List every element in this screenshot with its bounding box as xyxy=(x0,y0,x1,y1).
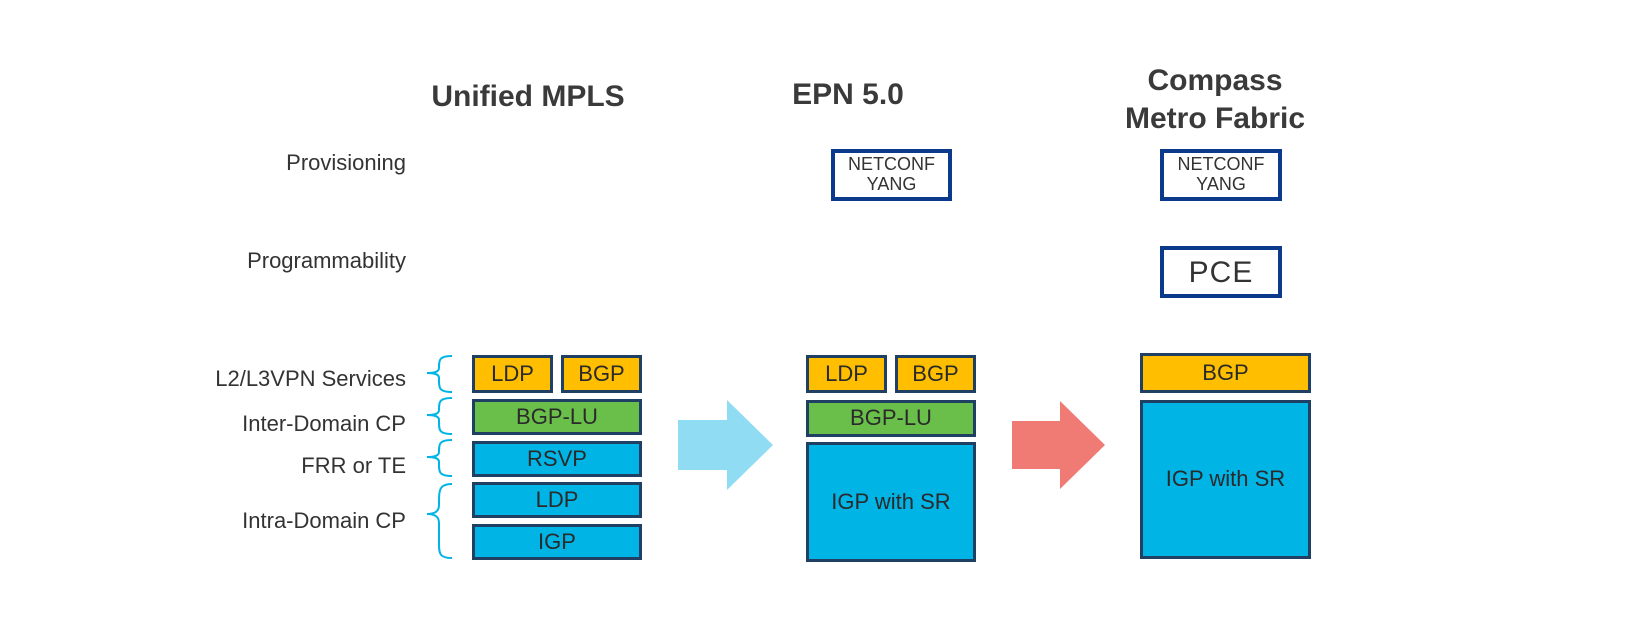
compass-igp-with-sr-box: IGP with SR xyxy=(1140,400,1311,559)
unified-mpls-ldp-service-box: LDP xyxy=(472,355,553,393)
unified-mpls-rsvp-box: RSVP xyxy=(472,441,642,477)
unified-mpls-igp-box: IGP xyxy=(472,524,642,560)
column-title-unified-mpls: Unified MPLS xyxy=(431,80,625,113)
column-title-compass-metro-fabric: Compass Metro Fabric xyxy=(1124,64,1306,135)
brace-group xyxy=(426,355,453,559)
row-label-l2l3vpn-services: L2/L3VPN Services xyxy=(215,366,406,391)
arrow-to-epn xyxy=(678,400,773,490)
epn-bgp-lu-box: BGP-LU xyxy=(806,400,976,437)
brace-frr-te xyxy=(426,439,453,477)
compass-pce-box: PCE xyxy=(1160,246,1282,298)
column-title-epn: EPN 5.0 xyxy=(792,78,904,111)
brace-inter-domain xyxy=(426,397,453,435)
compass-netconf-yang-box: NETCONF YANG xyxy=(1160,149,1282,201)
epn-ldp-service-box: LDP xyxy=(806,355,887,393)
row-label-provisioning: Provisioning xyxy=(286,150,406,175)
epn-netconf-yang-box: NETCONF YANG xyxy=(831,149,952,201)
arrow-to-compass xyxy=(1012,401,1105,489)
row-label-intra-domain-cp: Intra-Domain CP xyxy=(242,508,406,533)
epn-bgp-service-box: BGP xyxy=(895,355,976,393)
brace-services xyxy=(426,355,453,393)
compass-bgp-service-box: BGP xyxy=(1140,353,1311,393)
row-label-programmability: Programmability xyxy=(247,248,406,273)
unified-mpls-bgp-lu-box: BGP-LU xyxy=(472,399,642,435)
unified-mpls-ldp-intra-box: LDP xyxy=(472,482,642,518)
brace-intra-domain xyxy=(426,483,453,559)
row-label-frr-or-te: FRR or TE xyxy=(301,453,406,478)
row-label-inter-domain-cp: Inter-Domain CP xyxy=(242,411,406,436)
epn-igp-with-sr-box: IGP with SR xyxy=(806,442,976,562)
unified-mpls-bgp-service-box: BGP xyxy=(561,355,642,393)
